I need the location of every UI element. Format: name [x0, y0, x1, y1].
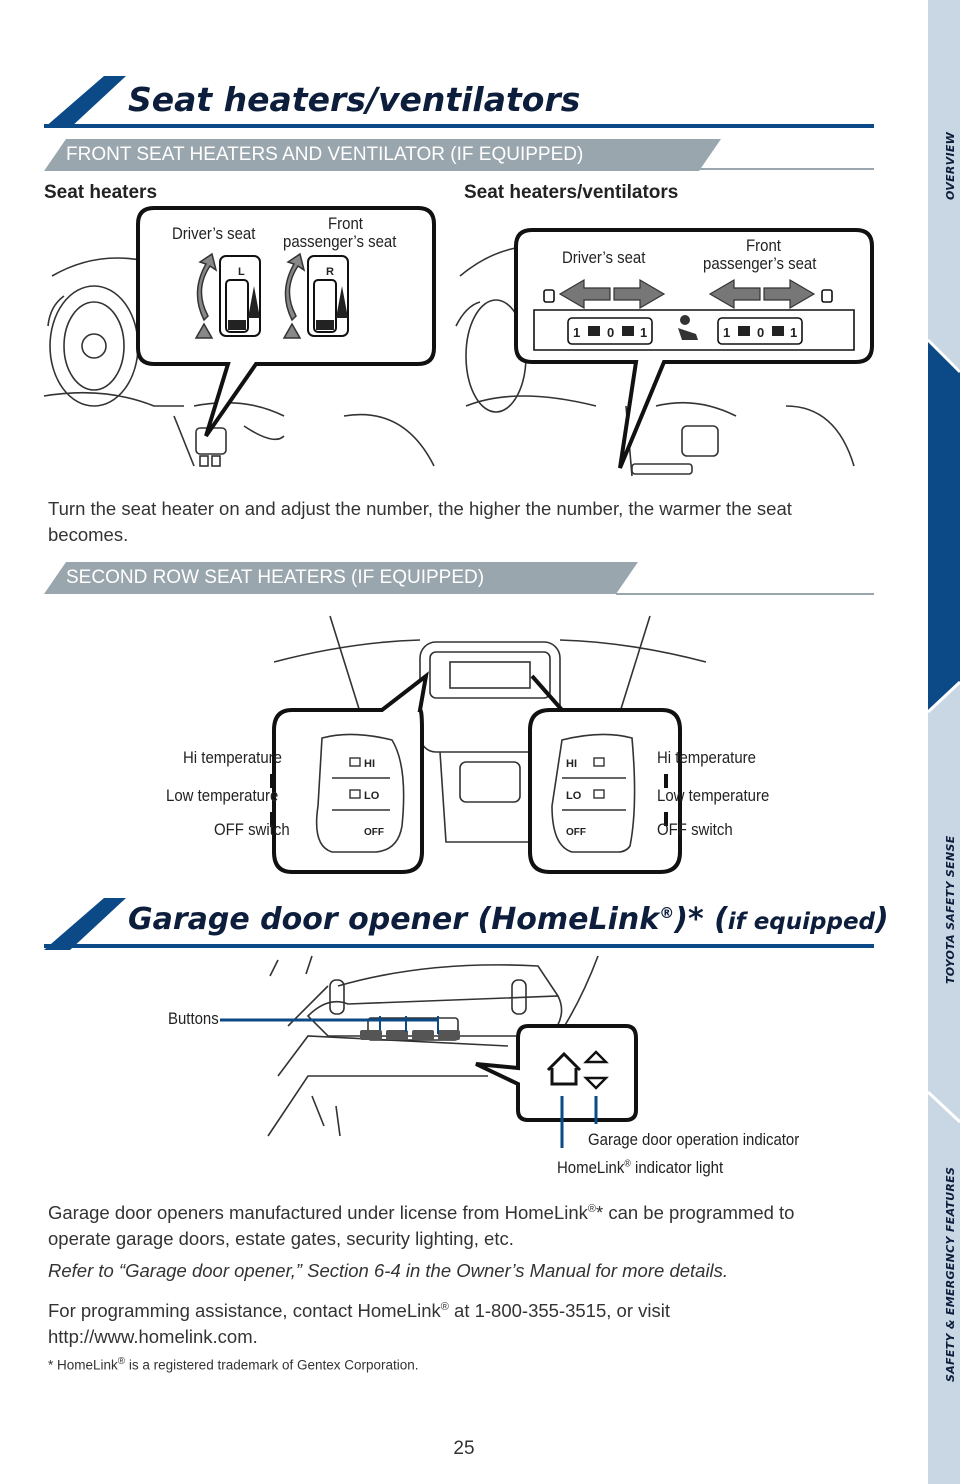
second-row-right-callout: HI LO OFF [528, 674, 682, 874]
front-seat-description: Turn the seat heater on and adjust the n… [48, 498, 792, 545]
garage-section-rule [44, 944, 874, 948]
svg-text:OFF: OFF [364, 827, 384, 838]
garage-p1-reg: ® [587, 1203, 596, 1215]
footnote-b: is a registered trademark of Gentex Corp… [125, 1357, 419, 1373]
homelink-indicator-text: HomeLink [557, 1158, 625, 1177]
svg-text:1: 1 [573, 325, 580, 340]
section-nav: OVERVIEW FEATURES & OPERATIONS TOYOTA SA… [926, 0, 960, 1484]
left-low-temp-label: Low temperature [166, 786, 279, 805]
right-passenger-label-1: Front [746, 236, 781, 255]
tab-features-operations[interactable]: FEATURES & OPERATIONS [928, 340, 960, 712]
garage-paragraph-3: For programming assistance, contact Home… [48, 1294, 808, 1350]
garage-title: Garage door opener (HomeLink®)* (if equi… [128, 902, 889, 937]
homelink-indicator-label: HomeLink® indicator light [557, 1158, 723, 1178]
front-subheader: FRONT SEAT HEATERS AND VENTILATOR (IF EQ… [44, 139, 721, 171]
second-row-subheader: SECOND ROW SEAT HEATERS (IF EQUIPPED) [44, 562, 638, 594]
garage-p3-reg: ® [440, 1301, 449, 1313]
garage-title-main: Garage door opener (HomeLink [128, 902, 660, 937]
garage-footnote: * HomeLink® is a registered trademark of… [48, 1356, 419, 1373]
second-row-left-callout: HI LO OFF [272, 671, 429, 874]
right-off-switch-label: OFF switch [657, 820, 733, 839]
second-row-subheader-line [616, 593, 874, 595]
left-passenger-label-2: passenger’s seat [283, 232, 397, 251]
svg-text:1: 1 [790, 325, 797, 340]
footnote-reg: ® [117, 1356, 126, 1367]
seat-ventilator-callout: 1 0 1 1 0 1 [514, 228, 874, 469]
homelink-indicator-reg: ® [624, 1158, 631, 1170]
svg-text:L: L [238, 266, 245, 278]
right-passenger-label-2: passenger’s seat [703, 254, 817, 273]
left-drivers-seat-label: Driver’s seat [172, 224, 256, 243]
svg-text:LO: LO [566, 790, 582, 802]
page-title: Seat heaters/ventilators [128, 80, 581, 119]
garage-section-flag [44, 898, 126, 950]
homelink-callout [220, 1016, 638, 1148]
seat-heaters-caption: Seat heaters [44, 182, 158, 203]
garage-door-indicator-icon [583, 1050, 609, 1090]
garage-p1-b: * can be programmed to operate garage do… [48, 1202, 795, 1250]
left-off-switch-label: OFF switch [214, 820, 290, 839]
svg-text:0: 0 [757, 325, 764, 340]
right-low-temp-label: Low temperature [657, 786, 770, 805]
right-drivers-seat-label: Driver’s seat [562, 248, 646, 267]
buttons-label: Buttons [168, 1009, 219, 1028]
garage-title-after: )* ( [674, 902, 728, 937]
left-passenger-label-1: Front [328, 214, 363, 233]
svg-text:1: 1 [723, 325, 730, 340]
garage-title-equipped: if equipped [727, 909, 876, 935]
homelink-indicator-suffix: indicator light [630, 1158, 724, 1177]
second-row-ticks [270, 774, 668, 826]
section-flag [44, 76, 126, 128]
front-subheader-line [700, 168, 874, 170]
svg-text:OFF: OFF [566, 827, 586, 838]
seat-ventilators-caption: Seat heaters/ventilators [464, 182, 679, 203]
nav-dividers [926, 338, 960, 1124]
right-hi-temp-label: Hi temperature [657, 748, 756, 767]
footnote-a: * HomeLink [48, 1357, 118, 1373]
section-rule [44, 124, 874, 128]
svg-text:HI: HI [566, 758, 577, 770]
svg-text:R: R [326, 266, 334, 278]
garage-paragraph-1: Garage door openers manufactured under l… [48, 1196, 808, 1252]
garage-p1-a: Garage door openers manufactured under l… [48, 1202, 588, 1224]
svg-text:1: 1 [640, 325, 647, 340]
left-hi-temp-label: Hi temperature [183, 748, 282, 767]
garage-p3-a: For programming assistance, contact Home… [48, 1300, 441, 1322]
garage-title-reg: ® [659, 904, 675, 922]
svg-text:0: 0 [607, 325, 614, 340]
seat-fan-icon [678, 315, 698, 340]
page-number: 25 [453, 1438, 475, 1459]
garage-indicator-label: Garage door operation indicator [588, 1130, 800, 1149]
homelink-house-icon [546, 1051, 582, 1086]
svg-text:LO: LO [364, 790, 380, 802]
svg-text:HI: HI [364, 758, 375, 770]
garage-paragraph-2: Refer to “Garage door opener,” Section 6… [48, 1260, 729, 1281]
garage-title-close: ) [875, 902, 889, 937]
garage-p3-b: at 1-800-355-3515, or visit http://www.h… [48, 1300, 670, 1348]
seat-heater-callout: L R [136, 206, 436, 438]
